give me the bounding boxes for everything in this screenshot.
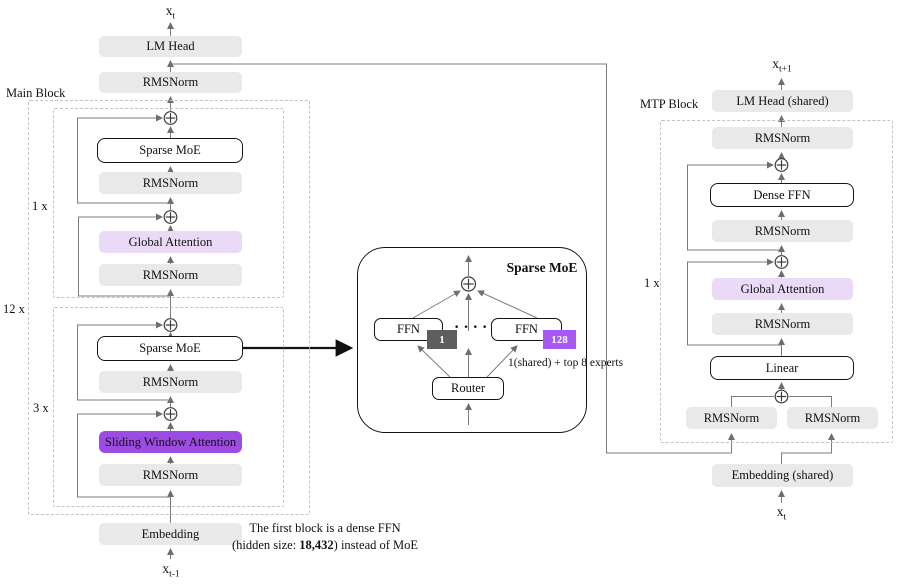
embedding-shared-box: Embedding (shared): [712, 464, 853, 487]
expert-index-badge-last: 128: [543, 330, 576, 349]
add-icon: [163, 318, 178, 332]
ffn-expert-box: FFN: [374, 318, 443, 341]
lm-head-shared-box: LM Head (shared): [712, 90, 853, 112]
rmsnorm-box: RMSNorm: [712, 313, 853, 335]
multiplier-3x: 3 x: [33, 401, 49, 415]
main-flow-lines: [77, 22, 735, 559]
main-block-label: Main Block: [6, 86, 66, 100]
global-attention-box: Global Attention: [99, 231, 242, 253]
mtp-input-label: xt: [776, 504, 787, 523]
rmsnorm-box: RMSNorm: [99, 371, 242, 393]
mtp-output-label: xt+1: [772, 56, 792, 75]
ellipsis-dots: ····: [454, 319, 492, 336]
experts-note: 1(shared) + top 8 experts: [508, 357, 624, 369]
rmsnorm-box: RMSNorm: [99, 464, 242, 486]
mtp-block-outline: [660, 120, 893, 443]
multiplier-12x: 12 x: [3, 302, 25, 316]
linear-box: Linear: [710, 356, 854, 380]
multiplier-1x: 1 x: [32, 199, 48, 213]
add-icon: [163, 210, 178, 224]
add-icon: [774, 389, 789, 404]
router-box: Router: [432, 377, 504, 400]
main-top-group-outline: [53, 108, 284, 298]
footnote-line2: (hidden size: 18,432) instead of MoE: [231, 538, 419, 552]
moe-detail-lines: [412, 255, 538, 425]
sparse-moe-detail-box: [357, 247, 587, 433]
rmsnorm-box: RMSNorm: [712, 127, 853, 149]
multiplier-1x: 1 x: [644, 276, 660, 290]
add-icon: [460, 276, 477, 292]
sparse-moe-detail-title: Sparse MoE: [506, 260, 578, 275]
dense-ffn-box: Dense FFN: [710, 183, 854, 207]
rmsnorm-box: RMSNorm: [787, 407, 878, 429]
add-icon: [774, 158, 789, 172]
rmsnorm-box: RMSNorm: [686, 407, 777, 429]
mtp-flow-lines: [687, 78, 835, 503]
footnote: The first block is a dense FFN (hidden s…: [225, 520, 425, 554]
embedding-box: Embedding: [99, 523, 242, 545]
sparse-moe-box: Sparse MoE: [97, 138, 243, 163]
add-icon: [163, 111, 178, 125]
global-attention-box: Global Attention: [712, 278, 853, 300]
rmsnorm-box: RMSNorm: [99, 72, 242, 93]
sliding-window-attention-box: Sliding Window Attention: [99, 431, 242, 453]
rmsnorm-box: RMSNorm: [99, 264, 242, 286]
main-output-label: xt: [165, 3, 176, 22]
add-icons: [163, 111, 789, 421]
rmsnorm-box: RMSNorm: [712, 220, 853, 242]
add-icon: [774, 255, 789, 269]
add-icon: [163, 407, 178, 421]
footnote-line1: The first block is a dense FFN: [249, 521, 401, 535]
main-input-label: xt-1: [162, 561, 180, 580]
rmsnorm-box: RMSNorm: [99, 172, 242, 194]
main-repeat-group-outline: [53, 307, 284, 507]
main-block-outline: [28, 100, 310, 515]
expert-index-badge-first: 1: [427, 330, 457, 349]
mtp-block-label: MTP Block: [640, 97, 699, 111]
lm-head-box: LM Head: [99, 36, 242, 57]
sparse-moe-box: Sparse MoE: [97, 336, 243, 361]
